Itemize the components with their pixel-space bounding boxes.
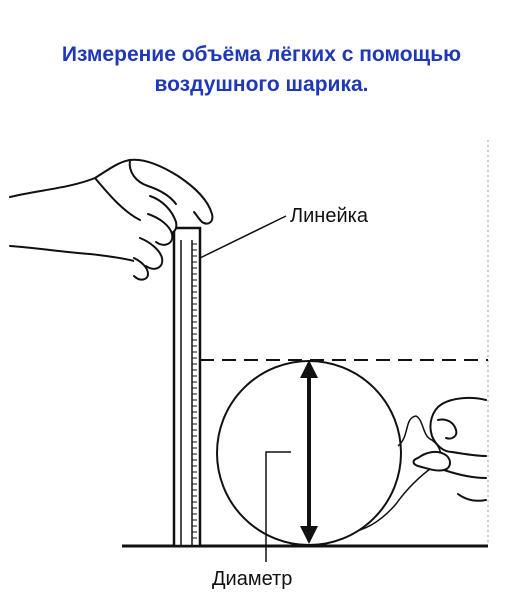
hand-icon xyxy=(9,158,214,281)
diameter-leader-line xyxy=(265,451,291,562)
diameter-label: Диаметр xyxy=(212,568,292,590)
ruler-leader-line xyxy=(199,215,287,259)
double-arrow-icon xyxy=(300,360,318,544)
ruler-label: Линейка xyxy=(290,205,369,227)
hand-holding-string-icon xyxy=(412,396,487,502)
ruler-icon xyxy=(172,226,202,548)
title-line-1: Измерение объёма лёгких с помощью xyxy=(61,43,462,66)
page-title: Измерение объёма лёгких с помощью воздуш… xyxy=(0,40,523,100)
title-line-2: воздушного шарика. xyxy=(154,73,369,96)
balloon-icon xyxy=(216,360,442,546)
